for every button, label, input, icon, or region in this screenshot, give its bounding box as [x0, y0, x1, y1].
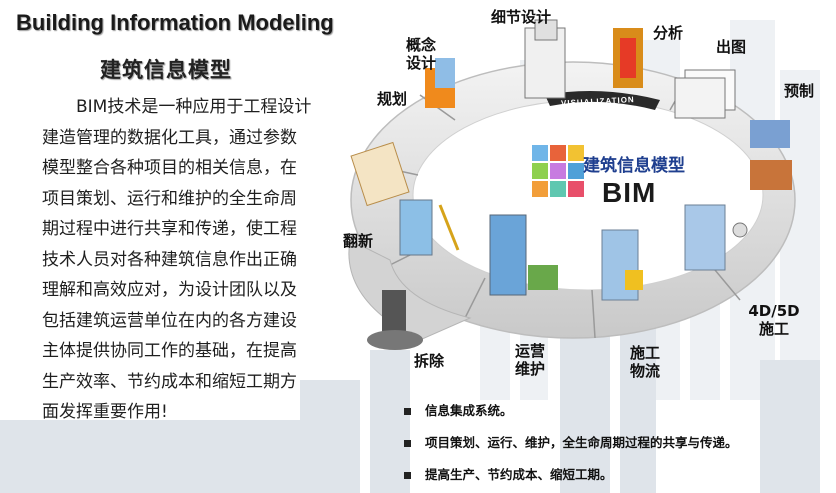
stage-drawing-label: 出图 [716, 38, 747, 56]
bim-cube-icon [532, 145, 584, 197]
stage-demolition-label: 拆除 [414, 352, 445, 370]
bim-center-subtitle: BIM [602, 177, 657, 208]
bim-lifecycle-diagram [348, 19, 796, 350]
bullet-square-icon [404, 407, 411, 415]
stage-operation-label: 运营维护 [514, 342, 545, 378]
prefab-factory-icon [750, 120, 792, 190]
title-english: Building Information Modeling [16, 10, 334, 35]
bim-center-title: 建筑信息模型 [583, 156, 685, 176]
detail-design-building-icon [524, 19, 566, 99]
stage-analysis-label: 分析 [653, 24, 684, 42]
bullet-square-icon [404, 471, 411, 479]
bullet-square-icon [404, 439, 411, 447]
construction-4d5d-building-icon [684, 204, 748, 271]
drawing-blueprint-icon [674, 69, 736, 119]
operation-building-icon [489, 214, 558, 296]
renovation-building-icon [399, 199, 460, 256]
stage-construction-4d5d-label: 4D/5D施工 [748, 302, 800, 338]
ring-tail-ramp [348, 239, 472, 341]
demolition-rubble-icon [367, 290, 423, 350]
stage-detail-design-label: 细节设计 [491, 8, 552, 26]
stage-concept-design-label: 概念设计 [406, 36, 437, 72]
summary-bullet-list: 信息集成系统。 项目策划、运行、维护，全生命周期过程的共享与传递。 提高生产、节… [404, 395, 738, 491]
stage-logistics-label: 施工物流 [629, 344, 660, 380]
intro-paragraph: BIM技术是一种应用于工程设计建造管理的数据化工具，通过参数模型整合各种项目的相… [42, 97, 312, 422]
concept-model-icon [425, 58, 455, 108]
stage-renovation-label: 翻新 [343, 232, 374, 250]
bullet-item: 信息集成系统。 [404, 395, 738, 427]
bullet-item: 项目策划、运行、维护，全生命周期过程的共享与传递。 [404, 427, 738, 459]
title-chinese: 建筑信息模型 [100, 58, 232, 82]
analysis-heatmap-icon [613, 28, 643, 88]
visualization-ribbon [545, 91, 660, 110]
stage-prefab-label: 预制 [784, 82, 815, 100]
planning-clipboard-icon [350, 141, 410, 207]
logistics-crane-icon [601, 229, 643, 301]
bullet-item: 提高生产、节约成本、缩短工期。 [404, 459, 738, 491]
stage-planning-label: 规划 [377, 90, 408, 108]
